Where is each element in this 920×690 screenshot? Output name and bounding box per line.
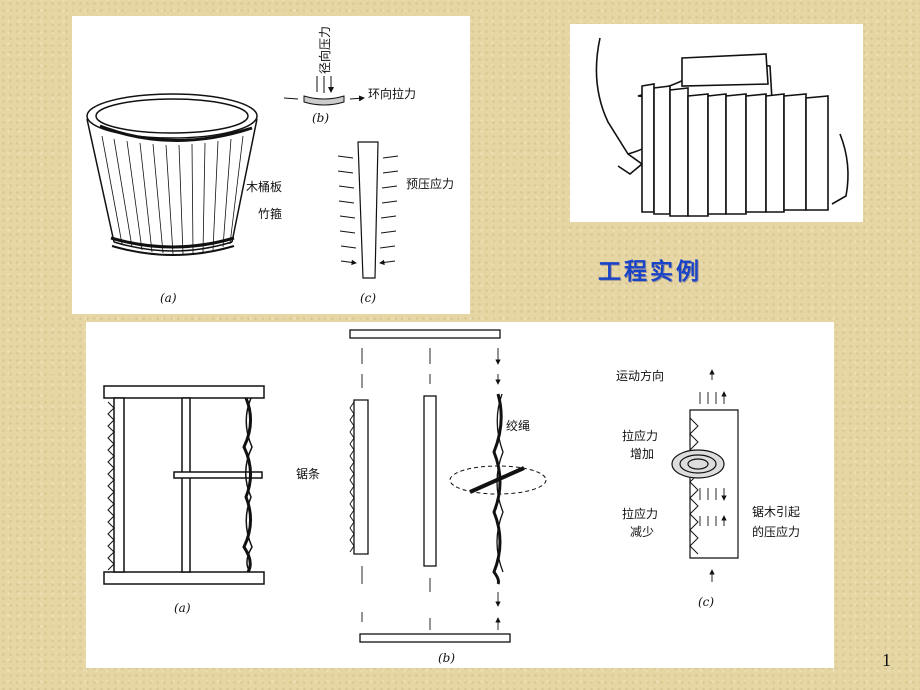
bucket-figure-drawing: 径向压力 环向拉力 (b) 木桶板 竹箍 预压应力 (a) (c) [86,26,454,305]
books-illustration [595,37,849,217]
radial-pressure-label: 径向压力 [317,26,332,74]
hoop-label: 竹箍 [258,206,282,221]
caption-b-bucket: (b) [312,111,329,125]
tension-increase-label-line2: 增加 [630,447,654,461]
saw-figure-panel: (a) 锯条 绞绳 (b) [86,322,834,668]
tension-decrease-label-line2: 减少 [630,525,654,539]
caption-a-saw: (a) [174,601,191,615]
prestress-label: 预压应力 [406,176,454,191]
hoop-element-diagram [283,76,364,106]
page-number: 1 [882,650,891,670]
tension-decrease-label-line1: 拉应力 [622,506,658,521]
bucket-figure-panel: 径向压力 环向拉力 (b) 木桶板 竹箍 预压应力 (a) (c) [72,16,470,314]
wood-compression-label-line2: 的压应力 [752,524,800,539]
caption-b-saw: (b) [438,651,455,665]
saw-parts-diagram [349,329,547,643]
caption-c-bucket: (c) [360,291,376,305]
slide-title: 工程实例 [598,259,702,285]
prestressed-stave-diagram [337,141,399,279]
bow-saw-frame [103,385,265,585]
twisted-rope-label: 绞绳 [506,418,530,433]
stave-label: 木桶板 [246,179,282,194]
wood-compression-label-line1: 锯木引起 [752,504,800,519]
books-figure-panel [570,24,863,222]
hoop-tension-label: 环向拉力 [368,86,416,101]
tension-increase-label-line1: 拉应力 [622,428,658,443]
saw-figure-drawing: (a) 锯条 绞绳 (b) [103,329,800,665]
blade-stress-diagram [671,369,739,582]
bucket-illustration [86,93,258,256]
caption-a-bucket: (a) [160,291,177,305]
saw-blade-label: 锯条 [296,466,320,481]
caption-c-saw: (c) [698,595,714,609]
motion-direction-label: 运动方向 [616,368,664,383]
